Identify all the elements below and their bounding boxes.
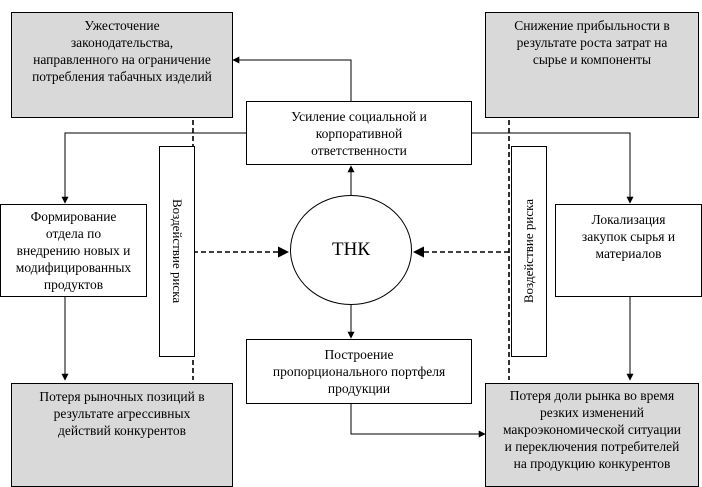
box-procurement-localization-text: Локализация закупок сырья и материалов (581, 212, 676, 261)
arrow-to-top-left (232, 56, 352, 101)
risk-impact-left: Воздействие риска (159, 146, 195, 357)
risk-impact-left-text: Воздействие риска (170, 199, 185, 304)
box-social-responsibility-text: Усиление социальной и корпоративной отве… (291, 108, 427, 158)
arrow-to-mid-right (472, 132, 634, 204)
box-market-position-loss-text: Потеря рыночных позиций в результате агр… (39, 389, 205, 438)
box-social-responsibility: Усиление социальной и корпоративной отве… (246, 101, 472, 165)
box-market-share-loss-text: Потеря доли рынка во время резких измене… (502, 388, 682, 471)
risk-impact-right: Воздействие риска (511, 146, 547, 357)
box-market-position-loss: Потеря рыночных позиций в результате агр… (11, 383, 233, 487)
box-new-products-department: Формирование отдела по внедрению новых и… (0, 204, 147, 297)
tnk-node: ТНК (290, 195, 412, 305)
box-legislation-tightening-text: Ужесточение законодательства, направленн… (32, 18, 212, 84)
box-new-products-department-text: Формирование отдела по внедрению новых и… (15, 209, 132, 292)
box-portfolio-building-text: Построение пропорционального портфеля пр… (272, 347, 446, 396)
risk-impact-right-text: Воздействие риска (521, 199, 536, 304)
box-profitability-decline: Снижение прибыльности в результате роста… (485, 12, 699, 118)
box-market-share-loss: Потеря доли рынка во время резких измене… (485, 383, 699, 487)
arrow-bottom-center-to-bottom-right (350, 404, 486, 438)
box-portfolio-building: Построение пропорционального портфеля пр… (246, 339, 472, 404)
box-profitability-decline-text: Снижение прибыльности в результате роста… (514, 18, 670, 67)
tnk-node-label: ТНК (332, 239, 370, 260)
box-legislation-tightening: Ужесточение законодательства, направленн… (11, 12, 233, 118)
arrow-to-mid-left (61, 132, 246, 204)
box-procurement-localization: Локализация закупок сырья и материалов (555, 204, 702, 297)
